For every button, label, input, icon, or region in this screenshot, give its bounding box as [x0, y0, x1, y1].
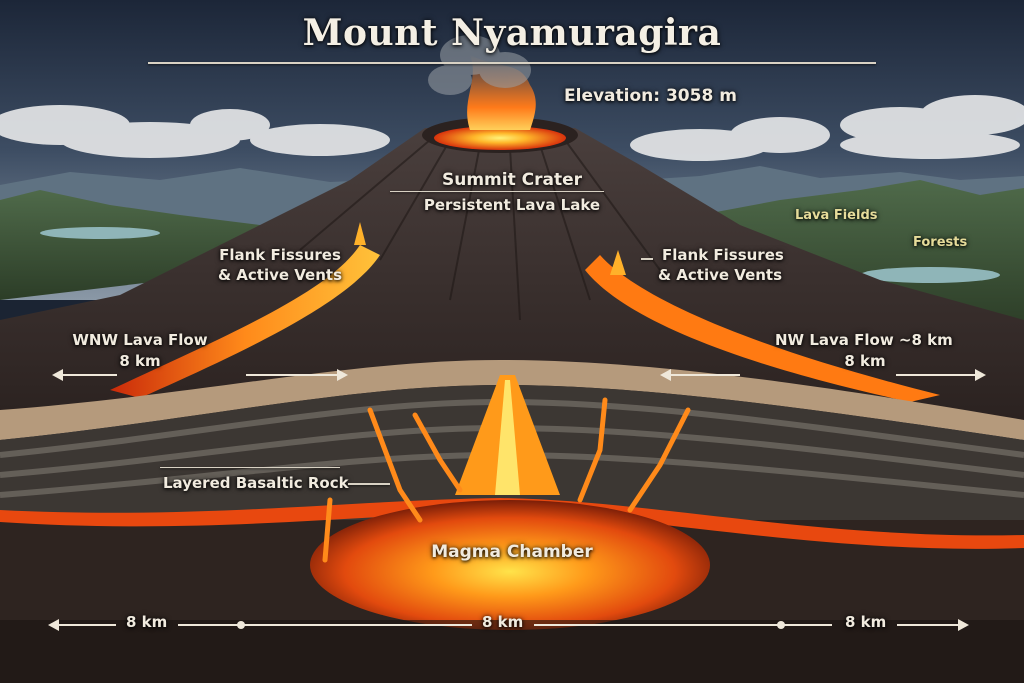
vent-left: [354, 222, 366, 245]
strata-leader: [348, 483, 390, 485]
lava-lake-label: Persistent Lava Lake: [423, 196, 601, 214]
magma-chamber-label: Magma Chamber: [431, 542, 593, 562]
smoke: [428, 35, 531, 95]
summit-crater-label: Summit Crater: [441, 170, 583, 190]
lake-left: [40, 227, 160, 239]
clouds: [0, 95, 1024, 161]
hills-left: [0, 190, 340, 300]
basaltic-rock-label: Layered Basaltic Rock: [163, 474, 349, 492]
dikes: [322, 397, 691, 563]
forests-label: Forests: [913, 235, 968, 250]
lake-right: [860, 267, 1000, 283]
elevation-label: Elevation: 3058 m: [564, 86, 737, 106]
scale-arrow-right: [897, 619, 969, 631]
lava-lake: [434, 126, 566, 150]
magma-sill: [0, 498, 1024, 549]
scale-label-right: 8 km: [845, 613, 887, 631]
vent-right: [610, 250, 626, 275]
flank-fissures-right-line2: & Active Vents: [658, 266, 783, 284]
scale-label-left: 8 km: [126, 613, 168, 631]
wnw-arrow-right: [246, 369, 348, 381]
strata-rule: [160, 467, 340, 468]
lava-flow-wnw: [110, 245, 380, 398]
wnw-arrow-left: [52, 369, 117, 381]
lava-fields-label: Lava Fields: [795, 208, 878, 223]
scale-tick-right: [777, 621, 785, 629]
nw-flow-distance: 8 km: [844, 352, 886, 370]
scale-tick-left: [237, 621, 245, 629]
flank-right-leader: [641, 258, 653, 260]
lava-flow-nw: [585, 255, 940, 402]
scale-bar-right-segment: [534, 624, 832, 626]
title-rule: [148, 62, 876, 64]
summit-rule: [390, 191, 604, 192]
magma-chamber: [310, 500, 710, 630]
conduit-core: [495, 380, 520, 495]
scale-label-center: 8 km: [482, 613, 524, 631]
nw-arrow-left: [660, 369, 740, 381]
scale-bar-left-segment: [178, 624, 472, 626]
wnw-flow-label: WNW Lava Flow: [72, 331, 208, 349]
flank-fissures-right-line1: Flank Fissures: [662, 246, 784, 264]
nw-arrow-right: [896, 369, 986, 381]
diagram-title: Mount Nyamuragira: [302, 12, 722, 54]
cone-ridges: [299, 139, 661, 321]
flank-fissures-left-line2: & Active Vents: [217, 266, 343, 284]
wnw-flow-distance: 8 km: [119, 352, 161, 370]
scale-arrow-left: [48, 619, 116, 631]
nw-flow-label: NW Lava Flow ~8 km: [775, 331, 953, 349]
bottom-shade: [0, 620, 1024, 683]
flank-fissures-left-line1: Flank Fissures: [219, 246, 341, 264]
